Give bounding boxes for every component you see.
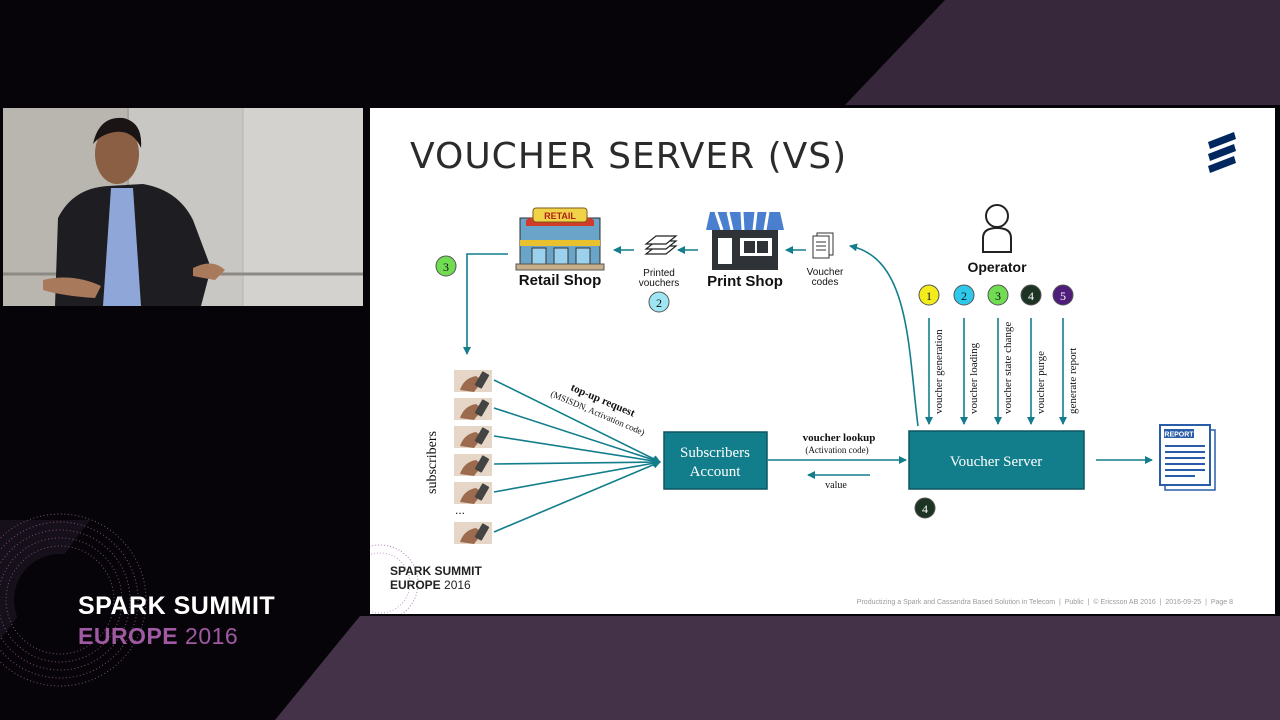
printed-vouchers-label-1: Printed [643,268,675,279]
event-swirl-graphic [0,513,147,687]
operation-circle-5: 5 [1052,284,1074,306]
marker-retail: 3 [435,255,457,277]
operation-number-2: 2 [961,289,967,303]
event-brand-year: 2016 [185,623,239,649]
topup-arrow-4 [493,458,661,467]
marker-server-number: 4 [922,502,928,516]
presentation-slide: VOUCHER SERVER (VS) RETAIL Retail Shop [370,108,1275,614]
subscribers-account-box: Subscribers Account [663,431,768,490]
subscriber-phone-icons [454,370,492,544]
slide-footer: Productizing a Spark and Cassandra Based… [857,599,1233,606]
operation-label-4: voucher purge [1035,351,1047,414]
operation-circle-3: 3 [987,284,1009,306]
arrow-retail-to-subscribers [463,253,508,355]
marker-printed-number: 2 [656,296,662,310]
event-brand-line1: SPARK SUMMIT [78,592,276,620]
subscribers-account-label-1: Subscribers [680,445,750,461]
marker-retail-number: 3 [443,260,449,274]
operation-circle-2: 2 [953,284,975,306]
event-branding: SPARK SUMMIT EUROPE 2016 [78,592,275,650]
footer-talk-title: Productizing a Spark and Cassandra Based… [856,599,1056,606]
topup-arrow-5 [493,459,661,493]
speaker-video [3,108,363,306]
event-brand-line2: EUROPE 2016 [78,623,275,650]
voucher-codes-icon [812,232,834,259]
operation-label-2: voucher loading [968,342,980,414]
slide-spark-summit-logo: SPARK SUMMIT EUROPE 2016 [370,533,510,614]
swirl-logo-graphic [370,544,419,614]
operation-circle-4: 4 [1020,284,1042,306]
print-shop-icon [706,211,784,270]
operator-person-icon [982,204,1012,253]
slide-logo-line1: SPARK SUMMIT [390,564,482,578]
footer-copyright: © Ericsson AB 2016 [1084,599,1156,606]
slide-title: VOUCHER SERVER (VS) [410,136,848,177]
voucher-server-label: Voucher Server [950,454,1043,470]
operation-number-3: 3 [995,289,1001,303]
slide-logo-year: 2016 [444,578,471,592]
topup-arrow-6 [493,461,661,533]
retail-shop-label: Retail Shop [519,272,602,289]
topup-arrow-1 [493,379,661,463]
arrow-server-to-codes [849,243,919,427]
operator-label: Operator [967,259,1027,275]
operation-number-5: 5 [1060,289,1066,303]
voucher-server-box: Voucher Server [908,430,1085,490]
operation-number-1: 1 [926,289,932,303]
voucher-lookup-label: voucher lookup [803,432,876,444]
retail-sign-text: RETAIL [544,211,576,221]
marker-printed-vouchers: 2 [648,291,670,313]
operation-label-5: generate report [1067,348,1079,414]
voucher-codes-label-1: Voucher [807,267,844,278]
footer-classification: Public [1055,599,1084,606]
marker-server: 4 [914,497,936,519]
subscribers-label: subscribers [425,431,440,494]
voucher-codes-label-2: codes [812,277,839,288]
subscribers-ellipsis: ... [455,503,465,517]
activation-code-label: (Activation code) [805,445,868,455]
topup-arrow-2 [493,407,661,464]
print-shop-label: Print Shop [707,273,783,290]
footer-page-number: Page 8 [1201,599,1233,606]
footer-date: 2016-09-25 [1156,599,1201,606]
printed-vouchers-label-2: vouchers [639,278,680,289]
operation-label-1: voucher generation [933,329,945,414]
report-document-icon: REPORT [1159,424,1216,491]
printed-vouchers-icon [644,235,678,255]
slide-logo-word: EUROPE [390,578,441,592]
topup-arrow-3 [493,435,661,465]
report-label: REPORT [1164,432,1194,439]
operation-circle-1: 1 [918,284,940,306]
value-label: value [825,480,847,491]
operation-label-3: voucher state change [1002,322,1014,414]
ericsson-logo [1208,132,1236,173]
voucher-server-diagram: RETAIL Retail Shop Printed vouchers Prin… [425,204,1216,544]
event-brand-word: EUROPE [78,623,179,649]
retail-shop-icon: RETAIL [515,207,605,271]
slide-logo-line2: EUROPE 2016 [390,578,471,592]
subscribers-account-label-2: Account [690,464,742,480]
operation-number-4: 4 [1028,289,1034,303]
